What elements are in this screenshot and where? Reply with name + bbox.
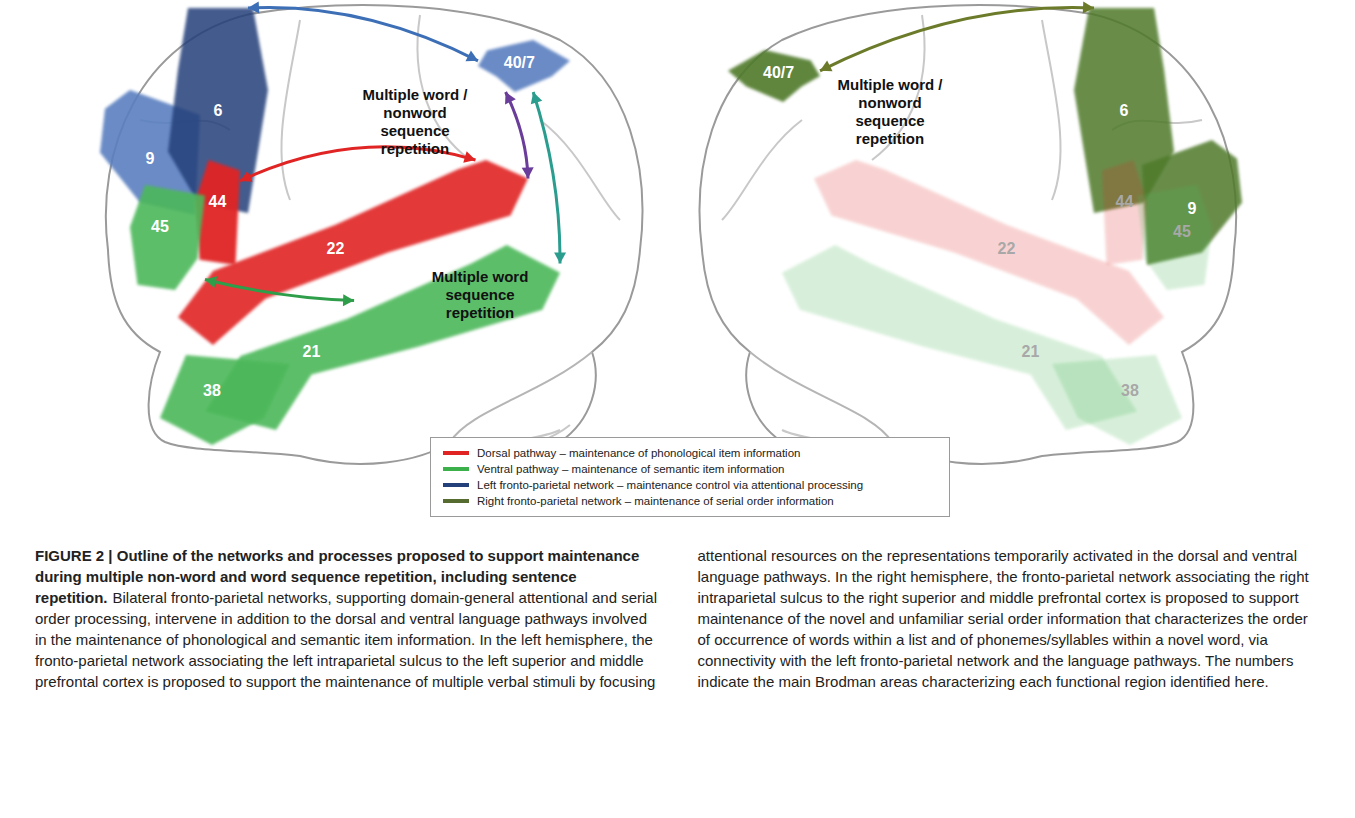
figure-caption: FIGURE 2 | Outline of the networks and p… [35, 545, 1320, 692]
legend-text: Left fronto-parietal network – maintenan… [477, 479, 863, 491]
connector-arrow [505, 92, 534, 179]
brain-region: 45 [1137, 185, 1212, 290]
connector-arrow [820, 2, 1094, 72]
area-number: 40/7 [504, 54, 535, 72]
area-number: 9 [1188, 200, 1197, 218]
area-number: 6 [1120, 102, 1129, 120]
area-number: 6 [214, 102, 223, 120]
brain-region: 40/7 [728, 50, 820, 102]
area-number: 40/7 [763, 64, 794, 82]
area-number: 21 [1022, 343, 1040, 361]
right-hemisphere [700, 5, 1237, 464]
area-number: 44 [209, 193, 227, 211]
legend-swatch [443, 483, 469, 487]
legend-swatch [443, 451, 469, 455]
area-number: 9 [146, 150, 155, 168]
brain-region: 45 [130, 185, 205, 290]
brain-region: 38 [1052, 355, 1182, 445]
area-number: 38 [203, 382, 221, 400]
left-hemisphere [106, 5, 643, 464]
area-number: 22 [998, 240, 1016, 258]
area-number: 22 [327, 240, 345, 258]
pathway-label: Multiple word sequence repetition [410, 268, 550, 322]
region-shape [130, 185, 205, 290]
area-number: 45 [151, 218, 169, 236]
area-number: 45 [1173, 223, 1191, 241]
pathway-label: Multiple word / nonword sequence repetit… [825, 76, 955, 148]
brain-region: 38 [160, 355, 290, 445]
legend-row: Right fronto-parietal network – maintena… [443, 493, 937, 509]
legend-text: Ventral pathway – maintenance of semanti… [477, 463, 784, 475]
legend-text: Right fronto-parietal network – maintena… [477, 495, 834, 507]
region-shape [160, 355, 290, 445]
legend-box: Dorsal pathway – maintenance of phonolog… [430, 437, 950, 517]
area-number: 21 [303, 343, 321, 361]
legend-text: Dorsal pathway – maintenance of phonolog… [477, 447, 800, 459]
legend-swatch [443, 467, 469, 471]
connector-arrow [531, 92, 566, 264]
legend-row: Left fronto-parietal network – maintenan… [443, 477, 937, 493]
region-shape [1052, 355, 1182, 445]
legend-row: Ventral pathway – maintenance of semanti… [443, 461, 937, 477]
area-number: 44 [1116, 193, 1134, 211]
connector-arrow [248, 1, 478, 61]
connector-arrow [205, 276, 354, 306]
brain-region: 40/7 [478, 40, 570, 92]
legend-row: Dorsal pathway – maintenance of phonolog… [443, 445, 937, 461]
pathway-label: Multiple word / nonword sequence repetit… [350, 86, 480, 158]
legend-swatch [443, 499, 469, 503]
area-number: 38 [1121, 382, 1139, 400]
